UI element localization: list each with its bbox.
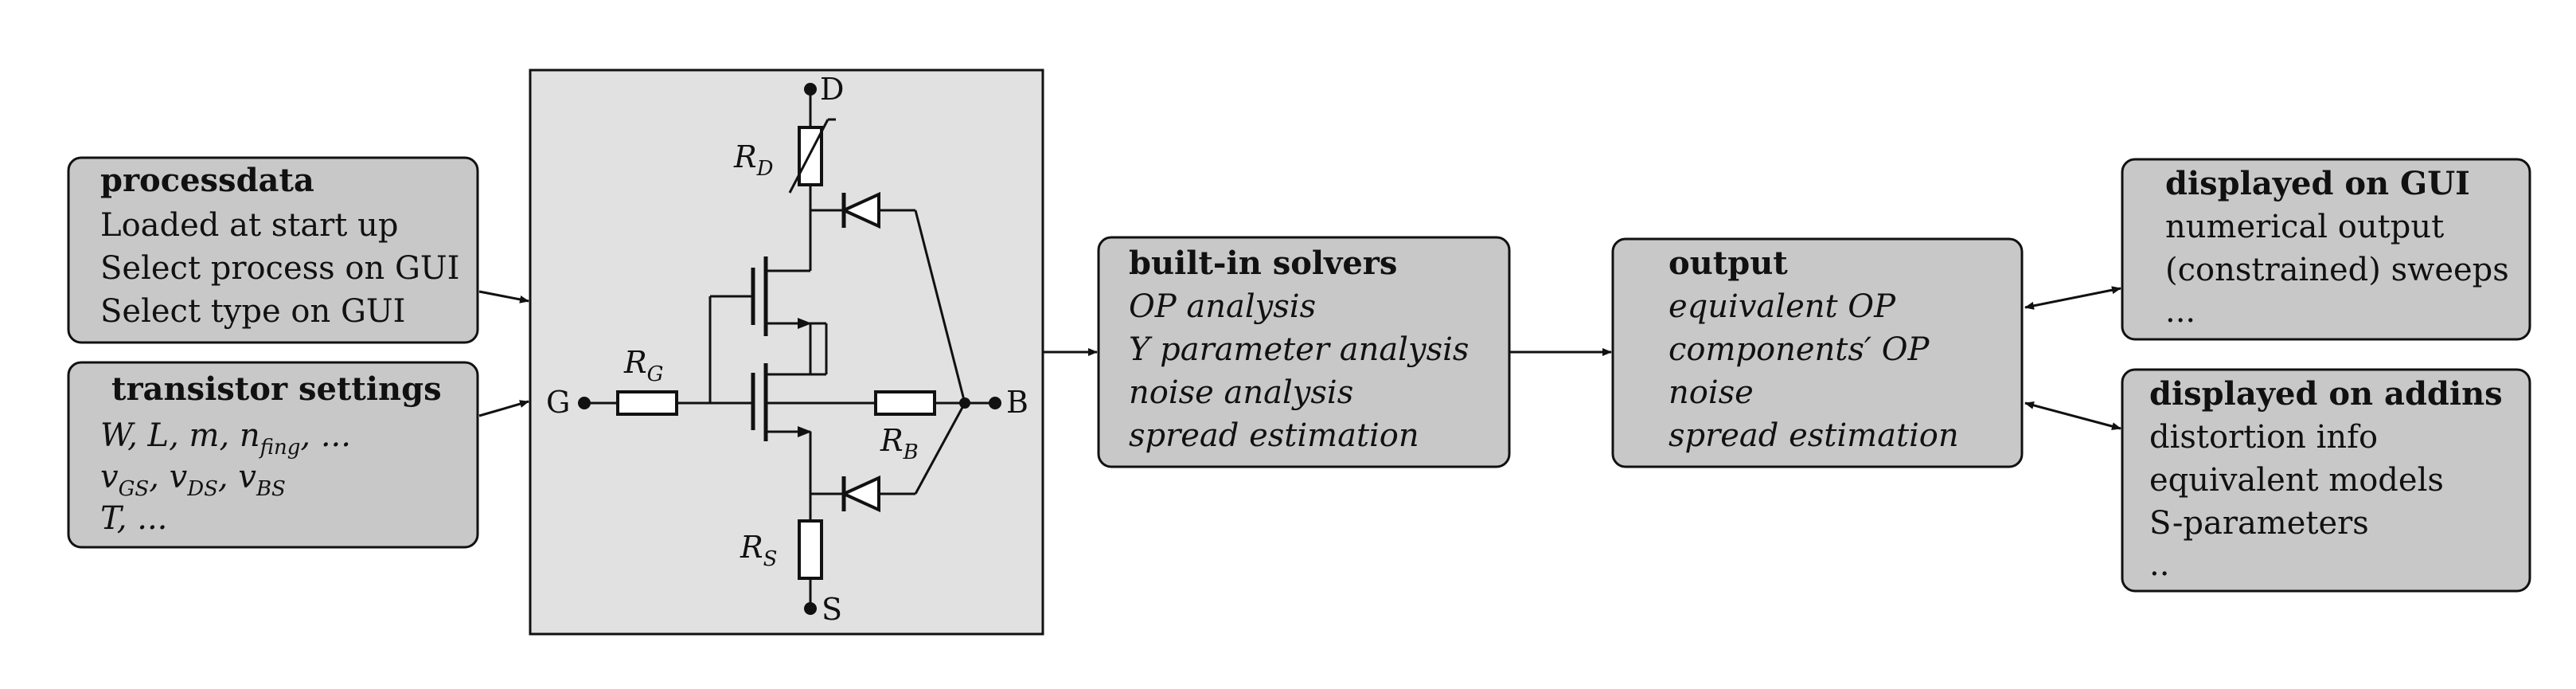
processdata-title: processdata [100, 162, 314, 199]
arrow-processdata-to-circuit [478, 290, 529, 303]
transistor-settings-title: transistor settings [111, 370, 442, 408]
rg-label: RG [623, 345, 663, 386]
output-line-3: noise [1669, 374, 1754, 411]
transistor-settings-line-3: T, ... [100, 500, 167, 537]
gui-line-2: (constrained) sweeps [2165, 252, 2509, 288]
addins-line-2: equivalent models [2149, 462, 2444, 499]
output-box: output equivalent OP components′ OP nois… [1611, 237, 2024, 468]
transistor-settings-line-1: W, L, m, nfing, ... [100, 417, 351, 460]
processdata-box: processdata Loaded at start up Select pr… [67, 156, 479, 344]
gate-label: G [546, 385, 570, 420]
transistor-settings-box: transistor settings W, L, m, nfing, ... … [67, 361, 479, 549]
arrow-output-addins [2024, 401, 2121, 430]
addins-line-4: .. [2149, 546, 2169, 583]
rd-label: RD [733, 139, 774, 181]
output-line-4: spread estimation [1669, 417, 1959, 454]
rb-label: RB [880, 423, 919, 464]
solvers-line-4: spread estimation [1129, 417, 1419, 454]
rd-variable-mark [788, 119, 829, 194]
gui-title: displayed on GUI [2165, 165, 2470, 202]
output-line-1: equivalent OP [1669, 288, 1896, 325]
gui-line-1: numerical output [2165, 209, 2444, 245]
drain-label: D [820, 72, 844, 107]
processdata-line-1: Loaded at start up [100, 207, 398, 244]
rs-resistor [798, 519, 823, 580]
processdata-line-2: Select process on GUI [100, 250, 459, 287]
transistor-settings-line-2: vGS, vDS, vBS [100, 459, 286, 501]
addins-title: displayed on addins [2149, 375, 2503, 413]
output-title: output [1669, 245, 1788, 282]
rs-label: RS [740, 530, 777, 571]
arrow-output-gui [2024, 286, 2121, 310]
gui-line-3: ... [2165, 293, 2195, 330]
addins-line-1: distortion info [2149, 419, 2378, 456]
arrow-settings-to-circuit [478, 400, 529, 417]
addins-box: displayed on addins distortion info equi… [2121, 368, 2531, 593]
source-terminal [804, 602, 817, 615]
bulk-terminal [989, 397, 1001, 409]
source-label: S [822, 592, 842, 627]
addins-line-3: S-parameters [2149, 505, 2369, 542]
solvers-line-1: OP analysis [1129, 288, 1316, 325]
solvers-line-2: Y parameter analysis [1129, 331, 1469, 368]
rg-resistor [616, 390, 678, 416]
gui-box: displayed on GUI numerical output (const… [2121, 158, 2531, 341]
transistor-circuit: D RD G [529, 69, 1044, 636]
solvers-title: built-in solvers [1129, 245, 1397, 282]
solvers-box: built-in solvers OP analysis Y parameter… [1097, 236, 1511, 468]
bulk-label: B [1006, 385, 1028, 420]
solvers-line-3: noise analysis [1129, 374, 1353, 411]
processdata-line-3: Select type on GUI [100, 293, 405, 330]
rb-resistor [874, 390, 936, 416]
output-line-2: components′ OP [1669, 331, 1930, 368]
